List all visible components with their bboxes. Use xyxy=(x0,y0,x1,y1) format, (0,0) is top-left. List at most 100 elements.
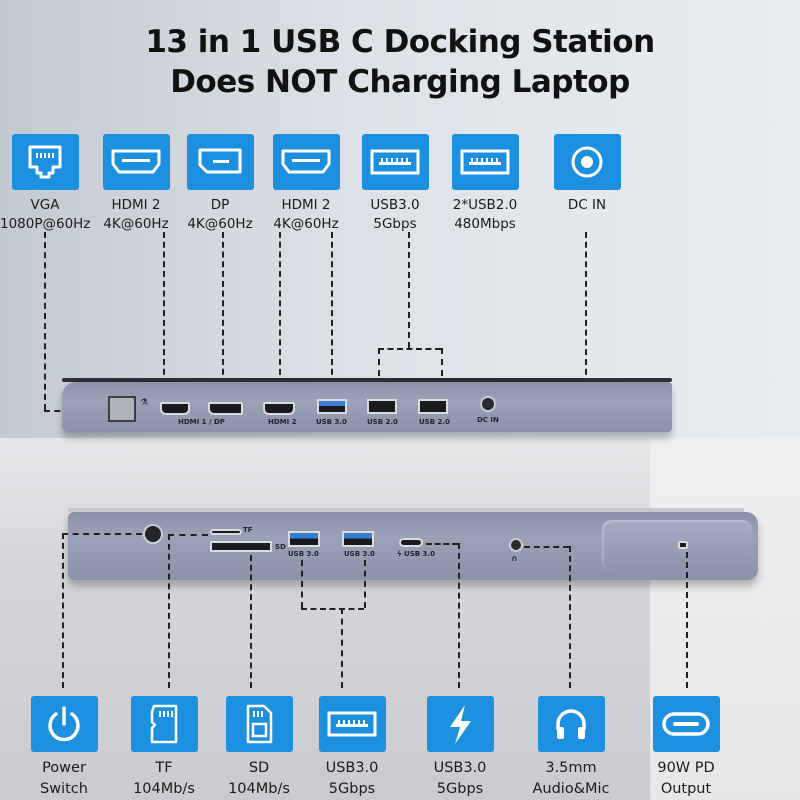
feature-usb30-top: USB3.0 5Gbps xyxy=(350,134,440,234)
power-icon xyxy=(30,696,98,752)
feature-spec: Output xyxy=(660,781,712,797)
connector-line xyxy=(250,555,252,688)
connector-line xyxy=(426,543,458,545)
connector-line xyxy=(364,560,366,608)
usb20-port-a xyxy=(367,399,397,414)
feature-tf: TF 104Mb/s xyxy=(119,696,209,800)
feature-label: HDMI 2 xyxy=(111,197,161,213)
feature-dc-in: DC IN xyxy=(542,134,632,215)
page-title: 13 in 1 USB C Docking Station Does NOT C… xyxy=(0,22,800,102)
feature-label: TF xyxy=(155,760,173,776)
usb30-port-front-b xyxy=(342,531,374,547)
feature-label: USB3.0 xyxy=(325,760,379,776)
feature-label: 3.5mm xyxy=(545,760,597,776)
usb30-port-rear xyxy=(317,399,347,414)
feature-usb20-top: 2*USB2.0 480Mbps xyxy=(440,134,530,234)
feature-vga: VGA 1080P@60Hz xyxy=(0,134,90,234)
connector-line xyxy=(458,543,460,688)
feature-audio: 3.5mm Audio&Mic xyxy=(526,696,616,800)
usb30-label-front-b: USB 3.0 xyxy=(344,550,375,558)
feature-spec: 5Gbps xyxy=(373,216,417,232)
feature-spec: 1080P@60Hz xyxy=(0,216,91,232)
feature-sd: SD 104Mb/s xyxy=(214,696,304,800)
sd-label: SD xyxy=(275,543,286,551)
connector-line xyxy=(301,608,364,610)
connector-line xyxy=(62,533,142,535)
connector-line xyxy=(62,533,64,688)
connector-line xyxy=(686,552,688,688)
connector-line xyxy=(163,232,165,404)
hdmi2-port xyxy=(263,402,295,415)
feature-spec: 5Gbps xyxy=(436,781,484,797)
usb30-label: USB 3.0 xyxy=(316,418,347,426)
feature-spec: 4K@60Hz xyxy=(103,216,169,232)
usbc-pd-port xyxy=(678,541,688,549)
feature-label: DC IN xyxy=(567,197,607,213)
dock-edge xyxy=(62,378,672,382)
feature-label: HDMI 2 xyxy=(281,197,331,213)
connector-line xyxy=(408,232,410,348)
dc-in-label: DC IN xyxy=(477,416,499,424)
hdmi2-label: HDMI 2 xyxy=(268,418,297,426)
connector-line xyxy=(378,348,441,350)
feature-label: VGA xyxy=(30,197,60,213)
connector-line xyxy=(44,232,46,410)
sd-slot xyxy=(210,541,272,552)
sd-card-icon xyxy=(225,696,293,752)
usb20-label-b: USB 2.0 xyxy=(419,418,450,426)
tf-slot xyxy=(210,529,242,535)
usb-a-port-icon xyxy=(361,134,429,190)
displayport-icon xyxy=(186,134,254,190)
usb30-label-front-a: USB 3.0 xyxy=(288,550,319,558)
feature-label: 90W PD xyxy=(657,760,715,776)
feature-spec: 4K@60Hz xyxy=(273,216,339,232)
usb20-port-b xyxy=(418,399,448,414)
feature-spec: 104Mb/s xyxy=(133,781,195,797)
usb-a-port-icon xyxy=(318,696,386,752)
title-line-2: Does NOT Charging Laptop xyxy=(170,64,630,100)
audio-jack xyxy=(509,538,523,552)
lightning-icon xyxy=(426,696,494,752)
connector-line xyxy=(168,534,208,536)
tf-card-icon xyxy=(130,696,198,752)
feature-pd-output: 90W PD Output xyxy=(641,696,731,800)
feature-label: USB3.0 xyxy=(370,197,420,213)
feature-hdmi-1: HDMI 2 4K@60Hz xyxy=(91,134,181,234)
dp-port xyxy=(208,402,243,415)
feature-spec: Switch xyxy=(40,781,88,797)
feature-dp: DP 4K@60Hz xyxy=(175,134,265,234)
ethernet-port-icon xyxy=(11,134,79,190)
usbc-port-front xyxy=(399,538,423,547)
usb-c-port-icon xyxy=(652,696,720,752)
connector-line xyxy=(222,232,224,404)
connector-line xyxy=(168,534,170,688)
tf-label: TF xyxy=(243,526,253,534)
headphones-icon xyxy=(537,696,605,752)
feature-usb30-bottom-a: USB3.0 5Gbps xyxy=(307,696,397,800)
network-symbol-icon: ⚗ xyxy=(140,398,149,408)
dc-in-icon xyxy=(553,134,621,190)
feature-spec: 4K@60Hz xyxy=(187,216,253,232)
usb30-port-front-a xyxy=(288,531,320,547)
usb20-label-a: USB 2.0 xyxy=(367,418,398,426)
usbc-label: ϟ USB 3.0 xyxy=(397,550,435,558)
headphone-symbol-icon: ∩ xyxy=(511,554,518,563)
feature-power-switch: Power Switch xyxy=(19,696,109,800)
dc-in-port xyxy=(480,396,496,412)
hdmi-port-icon xyxy=(272,134,340,190)
connector-line xyxy=(378,348,380,398)
feature-spec: 480Mbps xyxy=(454,216,516,232)
connector-line xyxy=(524,546,569,548)
feature-spec: Audio&Mic xyxy=(532,781,610,797)
connector-line xyxy=(569,546,571,688)
connector-line xyxy=(279,232,281,404)
ethernet-port xyxy=(108,396,136,422)
feature-spec: 5Gbps xyxy=(328,781,376,797)
connector-line xyxy=(585,232,587,404)
feature-label: USB3.0 xyxy=(433,760,487,776)
feature-label: SD xyxy=(248,760,270,776)
feature-label: 2*USB2.0 xyxy=(452,197,518,213)
feature-label: Power xyxy=(42,760,86,776)
feature-usb30-bottom-c: USB3.0 5Gbps xyxy=(415,696,505,800)
hdmi1-dp-label: HDMI 1 / DP xyxy=(178,418,225,426)
